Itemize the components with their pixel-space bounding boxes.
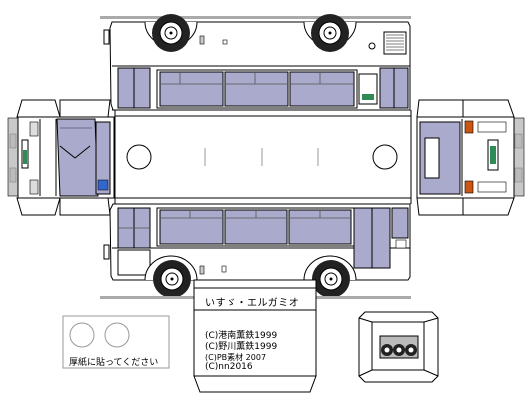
- bumper-part: [358, 311, 439, 383]
- model-name: いすゞ・エルガミオ: [205, 298, 300, 309]
- wheel-icon: [152, 259, 192, 299]
- vent-circle-icon: [372, 144, 398, 170]
- bus-roof: [114, 110, 412, 204]
- credit-line: (C)港南薫鉄1999: [205, 331, 278, 341]
- bus-floor-panel: [193, 279, 317, 393]
- wheel-icon: [151, 13, 191, 53]
- bus-front-face: [7, 99, 115, 216]
- destination-sign-icon: [490, 146, 496, 164]
- credit-line: (C)野川薫鉄1999: [205, 342, 278, 352]
- destination-sign-icon: [362, 94, 374, 100]
- credit-line: (C)PB素材 2007: [205, 353, 267, 362]
- credit-line: (C)nn2016: [205, 362, 253, 372]
- bus-side-upper: [100, 13, 411, 111]
- wheel-icon: [310, 13, 350, 53]
- instruction-note: 厚紙に貼ってください: [69, 358, 159, 368]
- destination-sign-icon: [23, 150, 27, 164]
- vent-circle-icon: [126, 144, 152, 170]
- wheel-icon: [311, 259, 351, 299]
- round-parts-panel: [62, 315, 170, 369]
- headlight-icon: [29, 121, 39, 137]
- tail-light-icon: [464, 180, 474, 194]
- bus-rear-face: [416, 99, 525, 216]
- headlight-icon: [29, 179, 39, 195]
- tail-light-icon: [464, 120, 474, 134]
